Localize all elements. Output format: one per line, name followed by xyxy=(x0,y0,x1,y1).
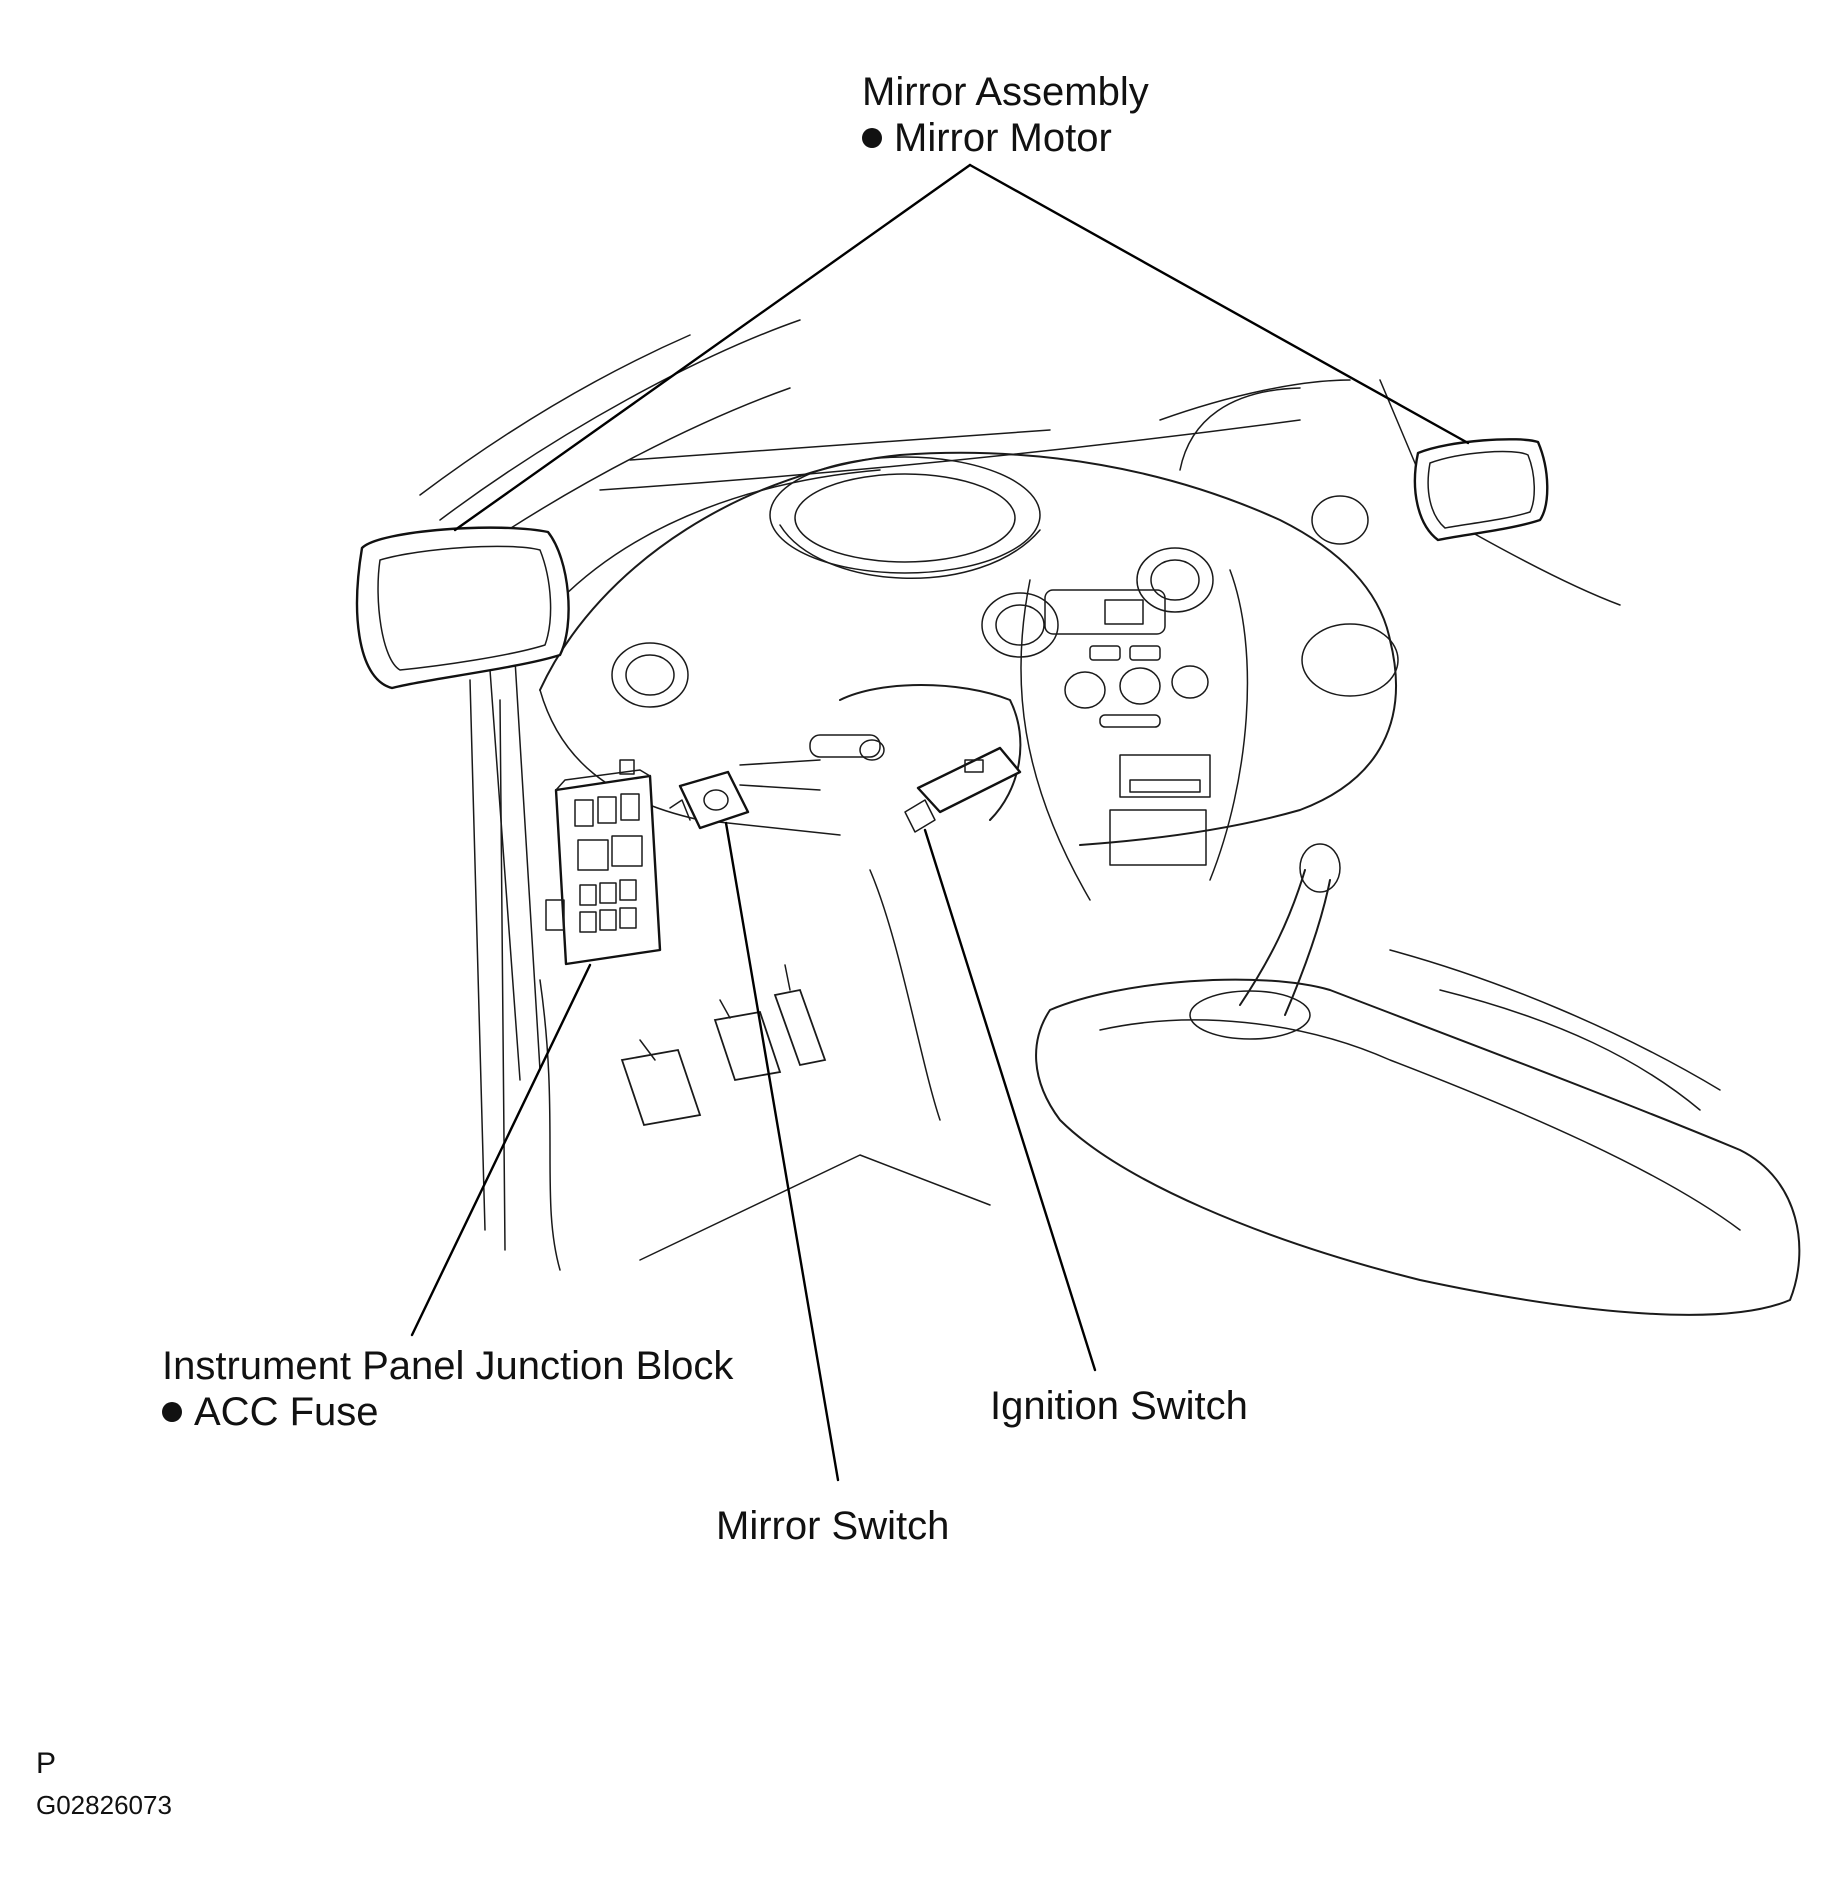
pedals xyxy=(620,964,827,1127)
acc-fuse-item: ACC Fuse xyxy=(162,1389,733,1435)
section-letter: P xyxy=(36,1747,57,1780)
mirror-assembly-title: Mirror Assembly xyxy=(862,70,1149,114)
acc-fuse-text: ACC Fuse xyxy=(194,1390,379,1434)
leader-junction-block xyxy=(410,963,592,1337)
shift-console xyxy=(1035,843,1801,1316)
figure-code: G02826073 xyxy=(36,1790,172,1820)
leader-mirror-switch xyxy=(724,821,840,1482)
bullet-icon xyxy=(162,1402,182,1422)
right-mirror xyxy=(1413,438,1549,542)
junction-block-label: Instrument Panel Junction Block ACC Fuse xyxy=(162,1343,733,1435)
air-vents xyxy=(611,495,1399,708)
windshield-outline xyxy=(419,319,1621,606)
dashboard-shell xyxy=(539,451,1397,846)
junction-block-title: Instrument Panel Junction Block xyxy=(162,1344,734,1388)
leader-lines xyxy=(410,163,1470,1482)
leader-ignition-switch xyxy=(923,828,1097,1372)
ignition-switch-label: Ignition Switch xyxy=(990,1384,1248,1428)
mirror-motor-item: Mirror Motor xyxy=(862,115,1149,161)
a-pillar xyxy=(489,659,541,1081)
junction-block xyxy=(545,759,662,966)
floor-outline xyxy=(469,679,991,1271)
leader-mirror-left xyxy=(453,163,972,532)
center-console-stack xyxy=(1020,569,1249,901)
steering-column xyxy=(739,684,1022,821)
leader-mirror-right xyxy=(968,163,1470,445)
bullet-icon xyxy=(862,128,882,148)
ignition-switch-part xyxy=(904,746,1022,833)
mirror-motor-text: Mirror Motor xyxy=(894,116,1112,160)
mirror-assembly-label: Mirror Assembly Mirror Motor xyxy=(862,69,1149,161)
mirror-switch-label: Mirror Switch xyxy=(716,1504,950,1548)
mirror-switch-part xyxy=(669,770,750,830)
left-mirror xyxy=(355,526,570,690)
